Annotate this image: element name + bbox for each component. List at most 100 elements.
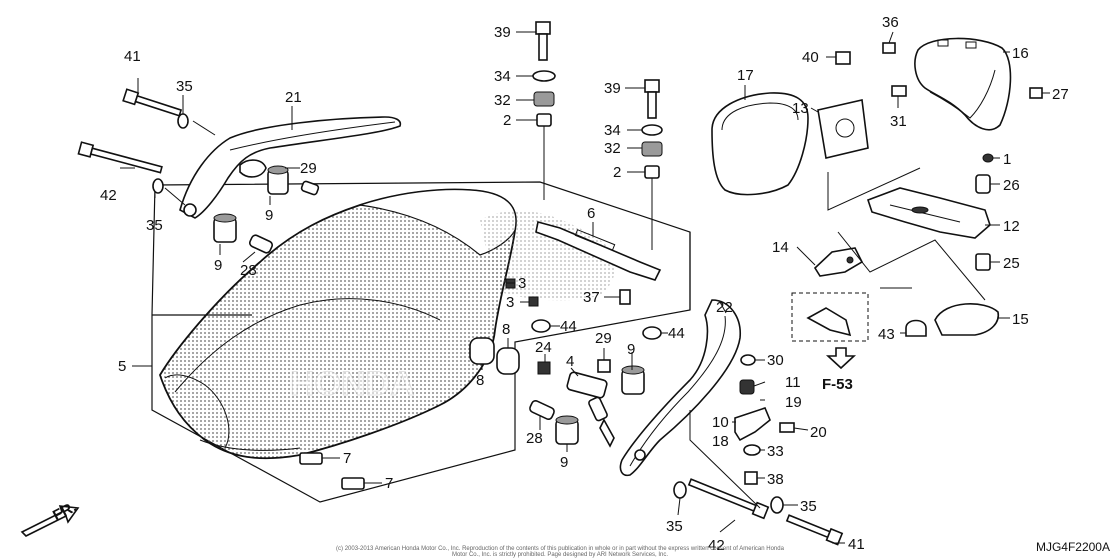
grommet-icon <box>905 319 927 337</box>
damper-icon <box>621 365 645 395</box>
label-42: 42 <box>100 187 117 204</box>
bolt-icon <box>975 174 991 194</box>
label-35: 35 <box>176 78 193 95</box>
label-31: 31 <box>890 113 907 130</box>
rubber-mount-icon <box>533 91 555 107</box>
bolt-icon <box>644 79 660 119</box>
bolt-icon <box>744 471 758 485</box>
collar-icon <box>300 180 320 196</box>
ref-page-label: F-53 <box>822 376 853 393</box>
washer-icon <box>673 481 687 499</box>
collar-icon <box>536 113 552 127</box>
seat-bracket-icon <box>535 221 662 281</box>
label-9: 9 <box>560 454 568 471</box>
washer-icon <box>532 70 556 82</box>
label-43: 43 <box>878 326 895 343</box>
label-29: 29 <box>595 330 612 347</box>
label-29: 29 <box>300 160 317 177</box>
label-34: 34 <box>604 122 621 139</box>
collar-icon <box>249 234 273 254</box>
damper-icon <box>267 165 289 195</box>
label-15: 15 <box>1012 311 1029 328</box>
label-16: 16 <box>1012 45 1029 62</box>
label-35: 35 <box>146 217 163 234</box>
label-34: 34 <box>494 68 511 85</box>
seat-outline-box <box>151 181 691 503</box>
washer-icon <box>641 124 663 136</box>
label-41: 41 <box>124 48 141 65</box>
label-17: 17 <box>737 67 754 84</box>
label-2: 2 <box>613 164 621 181</box>
label-8: 8 <box>476 372 484 389</box>
bolt-icon <box>77 141 163 174</box>
label-24: 24 <box>535 339 552 356</box>
bolt-icon <box>122 88 183 117</box>
bracket-icon <box>934 303 1000 336</box>
label-18: 18 <box>712 433 729 450</box>
right-grab-rail-icon <box>619 299 741 477</box>
label-7: 7 <box>343 450 351 467</box>
label-21: 21 <box>285 89 302 106</box>
label-28: 28 <box>240 262 257 279</box>
bolt-icon <box>835 51 851 65</box>
bolt-icon <box>535 21 551 61</box>
label-20: 20 <box>810 424 827 441</box>
washer-icon <box>770 496 784 514</box>
label-44: 44 <box>668 325 685 342</box>
label-6: 6 <box>587 205 595 222</box>
damper-icon <box>213 213 237 243</box>
label-39: 39 <box>494 24 511 41</box>
label-9: 9 <box>214 257 222 274</box>
label-36: 36 <box>882 14 899 31</box>
label-39: 39 <box>604 80 621 97</box>
label-5: 5 <box>118 358 126 375</box>
damper-icon <box>555 415 579 445</box>
seat-lock-icon <box>537 359 611 422</box>
hinge-icon <box>734 407 771 442</box>
backrest-plate-icon <box>817 99 869 159</box>
key-icon <box>599 418 615 448</box>
label-30: 30 <box>767 352 784 369</box>
label-38: 38 <box>767 471 784 488</box>
svg-text:HONDA: HONDA <box>290 365 415 403</box>
washer-icon <box>177 113 189 129</box>
reference-box <box>791 292 869 342</box>
cushion-icon <box>469 337 495 365</box>
label-33: 33 <box>767 443 784 460</box>
label-27: 27 <box>1052 86 1069 103</box>
backrest-cover-icon <box>914 37 1012 131</box>
label-10: 10 <box>712 414 729 431</box>
label-35: 35 <box>666 518 683 535</box>
screw-icon <box>779 422 795 433</box>
diagram-code: MJG4F2200A <box>1035 540 1110 554</box>
label-28: 28 <box>526 430 543 447</box>
label-32: 32 <box>494 92 511 109</box>
left-grab-rail-icon <box>179 116 402 219</box>
mount-bracket-icon <box>806 307 852 337</box>
front-arrow-icon <box>20 505 80 537</box>
label-11: 11 <box>785 374 801 391</box>
mount-bracket-icon <box>813 247 864 277</box>
label-8: 8 <box>502 321 510 338</box>
label-41: 41 <box>848 536 865 553</box>
label-3: 3 <box>518 275 526 292</box>
collar-icon <box>529 400 555 420</box>
nut-icon <box>982 153 994 163</box>
nut-icon <box>531 319 551 333</box>
screw-icon <box>619 289 631 305</box>
bolt-icon <box>975 253 991 271</box>
leader-lines <box>120 31 1050 544</box>
rubber-mount-icon <box>641 141 663 157</box>
label-9: 9 <box>265 207 273 224</box>
arrow-down-icon <box>825 347 857 370</box>
label-22: 22 <box>716 299 733 316</box>
nut-icon <box>528 296 539 307</box>
label-35: 35 <box>800 498 817 515</box>
copyright-notice: (c) 2003-2013 American Honda Motor Co., … <box>336 546 784 558</box>
clip-icon <box>891 85 907 97</box>
cushion-icon <box>496 347 520 375</box>
cap-nut-icon <box>740 354 756 366</box>
label-32: 32 <box>604 140 621 157</box>
seat-pad-icon <box>341 477 365 490</box>
